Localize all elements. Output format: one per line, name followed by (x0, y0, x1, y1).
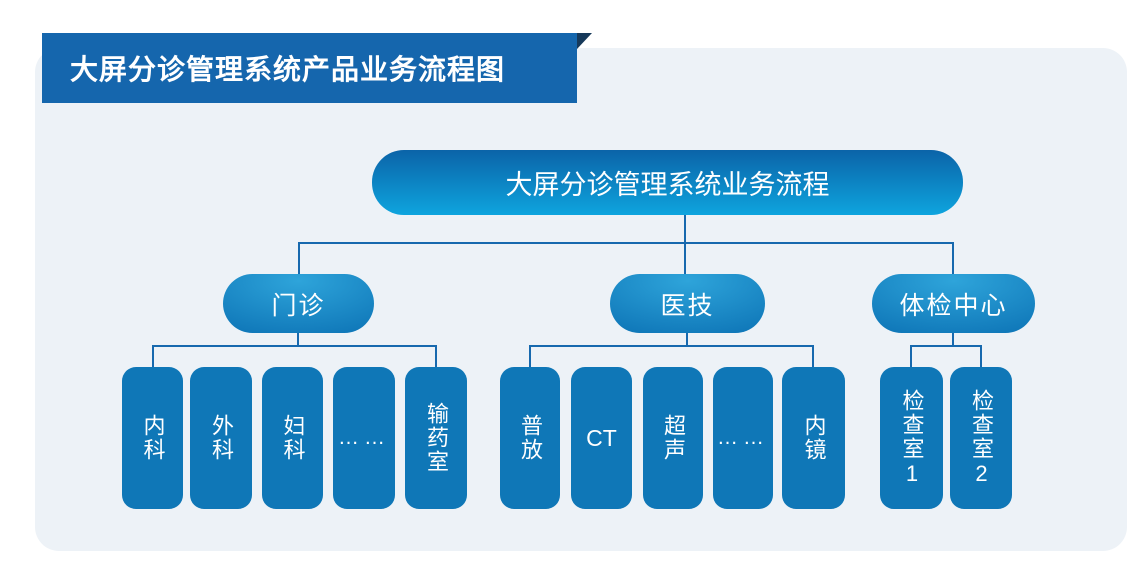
branch-label: 医技 (660, 291, 715, 320)
leaf-label: 内镜 (801, 414, 827, 462)
leaf-label: 超声 (661, 414, 686, 462)
flow-node-leaf-ct: CT (571, 367, 632, 509)
flow-node-branch-medtech: 医技 (610, 274, 765, 333)
connector-medtech-horizontal (529, 345, 814, 347)
flow-node-leaf-dispensary: 输药室 (405, 367, 467, 509)
connector-exam-right-drop (980, 345, 982, 367)
branch-label: 体检中心 (899, 291, 1008, 320)
leaf-label: …… (717, 426, 769, 449)
flow-node-leaf-more-outpatient: …… (333, 367, 395, 509)
leaf-label: 妇科 (280, 414, 306, 462)
connector-medtech-left-drop (529, 345, 531, 367)
flow-node-leaf-surgery: 外科 (190, 367, 252, 509)
leaf-label: 检查室2 (969, 388, 994, 488)
flow-node-root: 大屏分诊管理系统业务流程 (372, 150, 963, 215)
page-title: 大屏分诊管理系统产品业务流程图 (70, 54, 506, 85)
connector-outpatient-horizontal (152, 345, 437, 347)
connector-outpatient-stem (297, 333, 299, 346)
leaf-label: 外科 (209, 414, 234, 462)
connector-exam-horizontal (910, 345, 982, 347)
connector-level1-horizontal (298, 242, 954, 244)
flow-node-branch-outpatient: 门诊 (223, 274, 374, 333)
flow-node-leaf-more-medtech: …… (713, 367, 773, 509)
flow-node-leaf-exam-room-1: 检查室1 (880, 367, 943, 509)
leaf-label: …… (338, 426, 390, 449)
flow-node-leaf-exam-room-2: 检查室2 (950, 367, 1012, 509)
connector-root-drop (684, 215, 686, 274)
connector-outpatient-right-drop (435, 345, 437, 367)
flow-node-leaf-gynecology: 妇科 (262, 367, 323, 509)
leaf-label: 输药室 (424, 402, 449, 474)
flow-node-branch-exam-center: 体检中心 (872, 274, 1035, 333)
leaf-label: 内科 (140, 414, 166, 462)
leaf-label: 检查室1 (899, 388, 925, 488)
connector-exam-left-drop (910, 345, 912, 367)
leaf-label: CT (586, 424, 617, 451)
connector-medtech-stem (686, 333, 688, 346)
branch-label: 门诊 (271, 291, 326, 320)
connector-drop-outpatient (298, 242, 300, 274)
flow-node-leaf-radiology: 普放 (500, 367, 560, 509)
leaf-label: 普放 (518, 414, 543, 462)
flow-node-leaf-endoscopy: 内镜 (782, 367, 845, 509)
title-banner: 大屏分诊管理系统产品业务流程图 (42, 33, 577, 103)
flow-node-leaf-internal-medicine: 内科 (122, 367, 183, 509)
connector-outpatient-left-drop (152, 345, 154, 367)
connector-exam-stem (952, 333, 954, 346)
connector-medtech-right-drop (812, 345, 814, 367)
flow-node-leaf-ultrasound: 超声 (643, 367, 703, 509)
connector-drop-exam-center (952, 242, 954, 274)
root-label: 大屏分诊管理系统业务流程 (505, 170, 830, 200)
ribbon-fold-icon (577, 33, 592, 49)
